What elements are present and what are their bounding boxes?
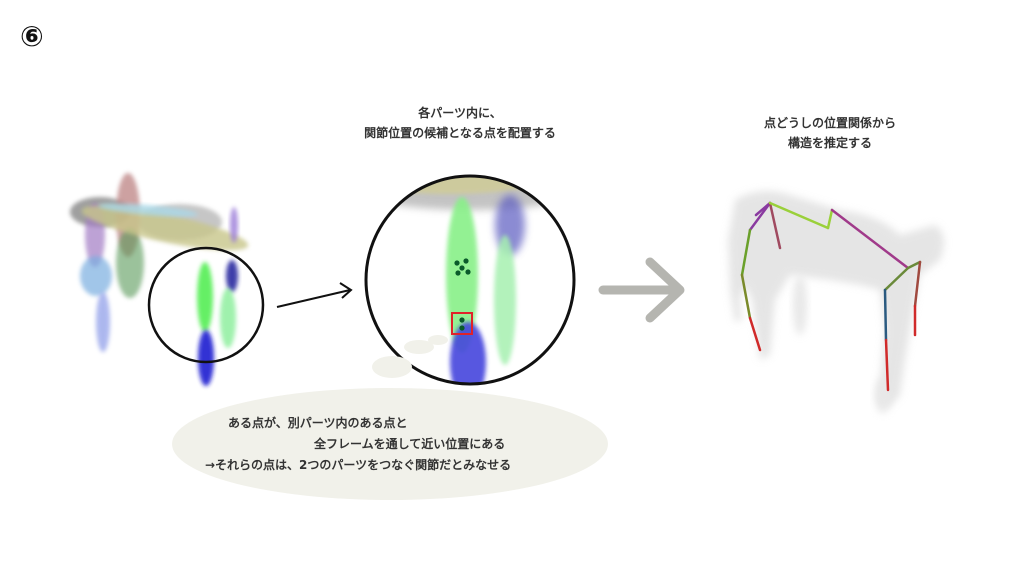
middle-zoom-circle (364, 174, 576, 386)
caption-right: 点どうしの位置関係から 構造を推定する (720, 113, 940, 153)
big-arrow (598, 257, 685, 323)
left-part-ellipses (70, 173, 249, 386)
left-zoom-circle (147, 246, 265, 364)
candidate-joint-points (451, 258, 473, 335)
bubble-text-line3: →それらの点は、2つのパーツをつなぐ関節だとみなせる (205, 458, 512, 472)
step-number-badge: ⑥ (20, 20, 44, 53)
zoomed-part-view (364, 174, 576, 386)
caption-middle-line1: 各パーツ内に、 (418, 106, 502, 120)
caption-right-line2: 構造を推定する (787, 136, 872, 150)
caption-right-line1: 点どうしの位置関係から (763, 116, 896, 130)
bubble-text-line1: ある点が、別パーツ内のある点と (228, 416, 408, 430)
caption-middle: 各パーツ内に、 関節位置の候補となる点を配置する (330, 103, 590, 143)
zoom-arrow (276, 282, 353, 308)
highlight-box (451, 312, 473, 335)
thought-bubble (172, 388, 608, 500)
estimated-skeleton (740, 201, 922, 392)
animal-silhouette (728, 191, 944, 413)
thought-bubble-tail (372, 335, 448, 378)
caption-middle-line2: 関節位置の候補となる点を配置する (364, 126, 556, 140)
bubble-text-line2: 全フレームを通して近い位置にある (314, 437, 506, 451)
